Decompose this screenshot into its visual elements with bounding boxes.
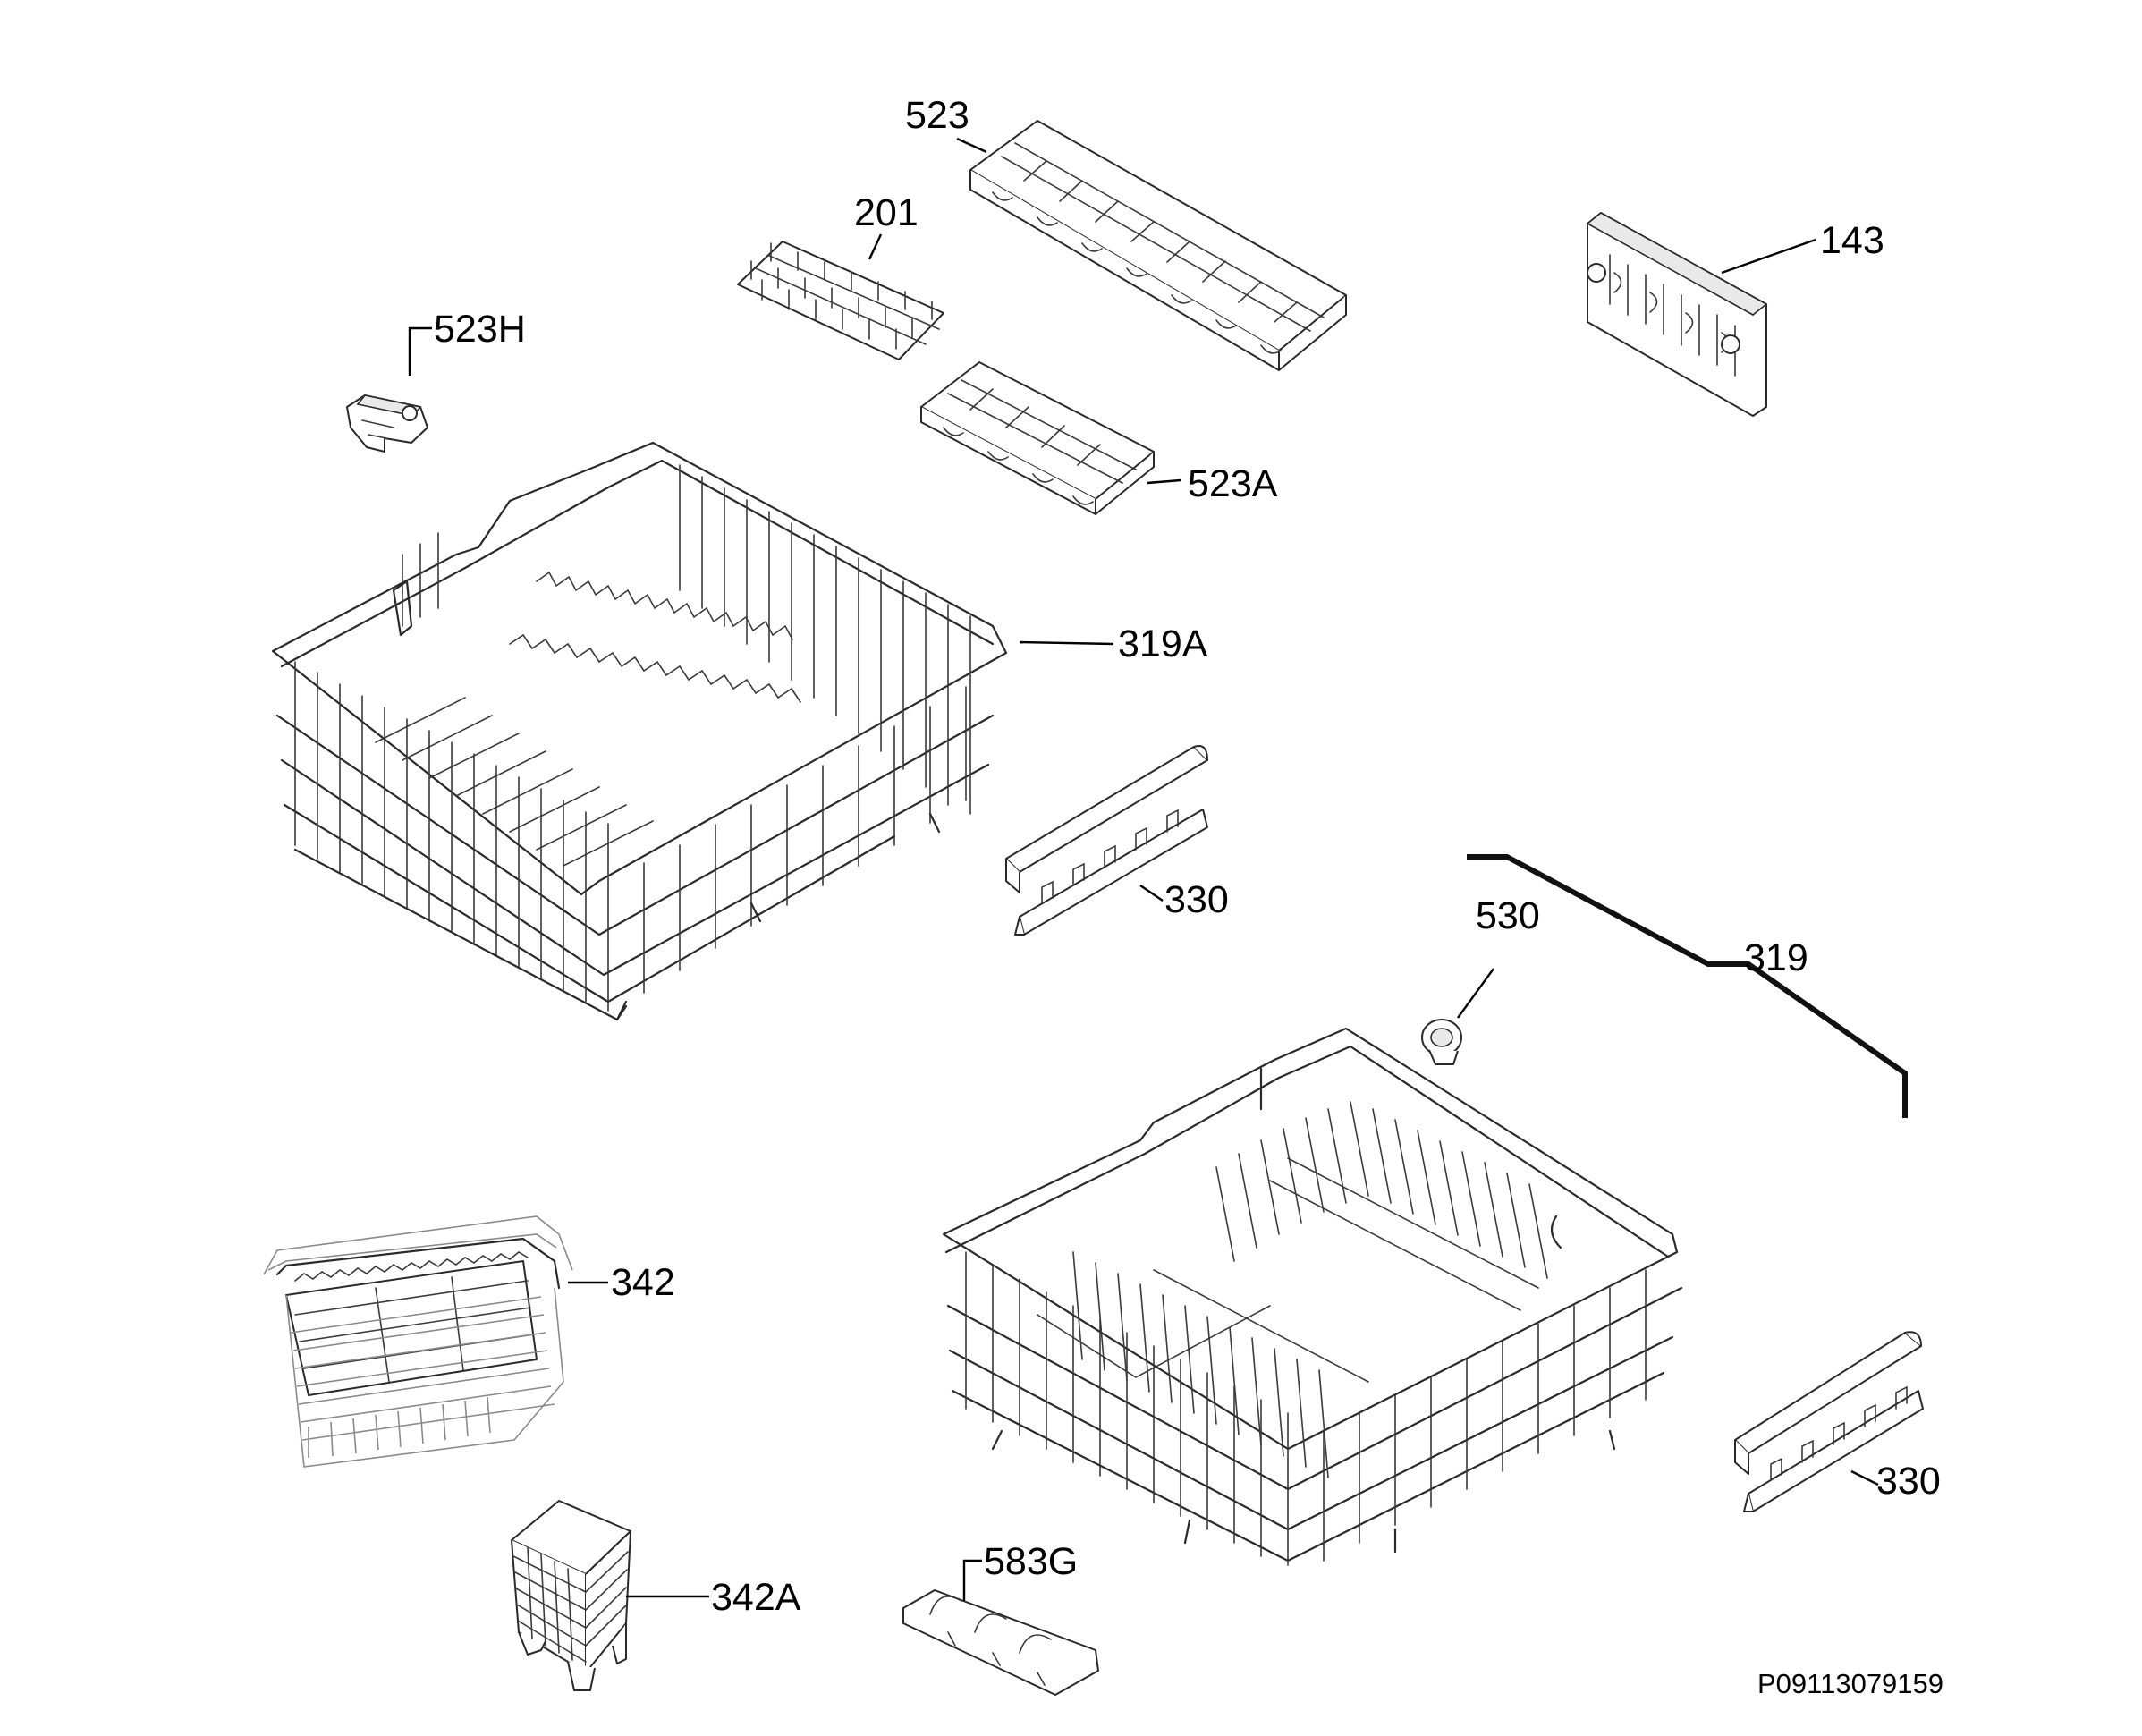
part-583g-holder[interactable] bbox=[902, 1589, 1099, 1696]
leader-523h bbox=[408, 326, 432, 376]
leader-319a bbox=[1019, 640, 1114, 646]
label-319a: 319A bbox=[1118, 622, 1208, 665]
leader-583g bbox=[962, 1559, 982, 1601]
label-342: 342 bbox=[611, 1261, 675, 1304]
label-523a: 523A bbox=[1188, 462, 1278, 505]
part-523a-cup-rack[interactable] bbox=[920, 361, 1155, 515]
label-201: 201 bbox=[854, 191, 919, 234]
leader-523a bbox=[1147, 478, 1181, 485]
part-319a-upper-basket[interactable] bbox=[271, 441, 1008, 1021]
leader-523 bbox=[956, 137, 987, 154]
part-143-bracket[interactable] bbox=[1586, 212, 1768, 417]
label-342a: 342A bbox=[711, 1576, 801, 1619]
leader-330-upper bbox=[1139, 885, 1164, 902]
part-523-cup-rack[interactable] bbox=[969, 120, 1347, 371]
leader-330-lower bbox=[1850, 1469, 1879, 1486]
lower-basket[interactable] bbox=[942, 1027, 1683, 1566]
label-530: 530 bbox=[1476, 894, 1540, 937]
label-583g: 583G bbox=[984, 1540, 1078, 1583]
label-330-lower: 330 bbox=[1876, 1460, 1941, 1503]
label-523: 523 bbox=[905, 94, 969, 137]
leader-lines bbox=[408, 137, 1879, 1601]
leader-530 bbox=[1457, 968, 1494, 1019]
part-319-rail[interactable] bbox=[1467, 854, 1908, 1118]
part-342a-small-basket[interactable] bbox=[511, 1500, 631, 1691]
label-523h: 523H bbox=[434, 308, 526, 351]
part-330-rail-end-lower[interactable] bbox=[1734, 1331, 1924, 1512]
reference-code: P09113079159 bbox=[1757, 1668, 1943, 1699]
label-330-upper: 330 bbox=[1164, 878, 1229, 921]
part-201-tine-insert[interactable] bbox=[737, 241, 944, 360]
part-330-rail-end-upper[interactable] bbox=[1005, 745, 1208, 936]
leader-143 bbox=[1721, 238, 1816, 275]
part-523h-clip[interactable] bbox=[346, 394, 428, 453]
leader-201 bbox=[868, 233, 883, 260]
label-143: 143 bbox=[1820, 219, 1884, 262]
part-530-roller[interactable] bbox=[1421, 1019, 1462, 1065]
callout-labels: 523 201 143 523H 523A 319A 330 530 319 3… bbox=[434, 94, 1943, 1699]
part-342-cutlery-basket[interactable] bbox=[263, 1215, 573, 1468]
label-319: 319 bbox=[1744, 936, 1808, 979]
